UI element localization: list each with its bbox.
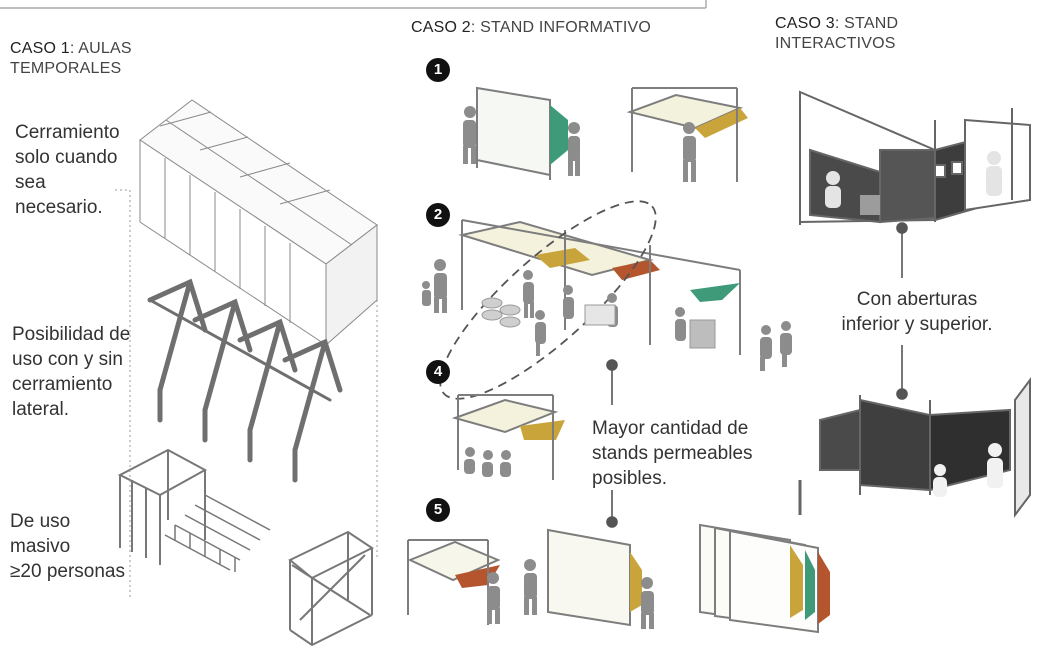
case1-note2-line: lateral.: [12, 399, 70, 420]
case1-note2-line: uso con y sin: [12, 349, 123, 370]
case2-note-line: Mayor cantidad de: [592, 418, 749, 439]
case1-title-prefix: CASO 1: [10, 40, 70, 57]
case1-note3-line: ≥20 personas: [10, 561, 126, 582]
case2-note-pointers: [606, 359, 618, 528]
case2-step4-stand: [451, 394, 565, 480]
case2-title-text: : STAND INFORMATIVO: [470, 19, 651, 36]
case2-market-goods: [481, 297, 716, 349]
case2-step5-stands: [407, 523, 830, 634]
case1-title-line2: TEMPORALES: [10, 60, 122, 77]
case3-note-pointers: [896, 222, 908, 400]
case3-bottom-figures: [933, 443, 1003, 497]
case2-note: Mayor cantidad de stands permeables posi…: [592, 416, 753, 491]
case1-note1-line: necesario.: [15, 197, 103, 218]
case1-note1-line: solo cuando: [15, 147, 118, 168]
case2-step1-stand-b: [626, 87, 748, 182]
case3-note-line: inferior y superior.: [841, 314, 993, 335]
case1-note1-line: Cerramiento: [15, 122, 120, 143]
case1-auditorium: [117, 448, 374, 647]
case2-note-line: posibles.: [592, 468, 667, 489]
case2-step-badge-5: 5: [426, 498, 450, 522]
case2-step-badge-1: 1: [426, 58, 450, 82]
case1-note-enclosure: Cerramiento solo cuando sea necesario.: [15, 120, 120, 220]
case1-note3-line: masivo: [10, 536, 71, 557]
case2-step-badge-4: 4: [426, 360, 450, 384]
case2-step-badge-2: 2: [426, 203, 450, 227]
case1-classroom-box: [139, 99, 378, 347]
case2-step1-stand-a: [476, 86, 568, 180]
case1-title: CASO 1: AULAS TEMPORALES: [10, 39, 132, 79]
case2-people-figures: [422, 106, 792, 629]
case3-title: CASO 3: STAND INTERACTIVOS: [775, 14, 898, 54]
case3-title-prefix: CASO 3: [775, 15, 835, 32]
case1-frame-structure: [147, 278, 343, 483]
case2-title: CASO 2: STAND INFORMATIVO: [411, 18, 651, 38]
case1-note2-line: cerramiento: [12, 374, 113, 395]
case2-title-prefix: CASO 2: [411, 19, 471, 36]
case1-note-capacity: De uso masivo ≥20 personas: [10, 509, 125, 584]
case1-guide-lines: [115, 189, 378, 600]
case1-note-usage: Posibilidad de uso con y sin cerramiento…: [12, 322, 130, 422]
case3-note-line: Con aberturas: [856, 289, 978, 310]
case1-note3-line: De uso: [10, 511, 71, 532]
case2-step2-dashed-ellipse: [439, 200, 657, 400]
case3-title-line2: INTERACTIVOS: [775, 35, 896, 52]
case3-note: Con aberturas inferior y superior.: [812, 287, 1022, 337]
case1-title-line1: : AULAS: [69, 40, 132, 57]
case2-note-line: stands permeables: [592, 443, 753, 464]
case3-title-line1: : STAND: [834, 15, 899, 32]
case1-note1-line: sea: [15, 172, 46, 193]
case1-note2-line: Posibilidad de: [12, 324, 131, 345]
case2-step2-stands: [458, 219, 741, 355]
case3-top-figures: [825, 151, 1002, 215]
